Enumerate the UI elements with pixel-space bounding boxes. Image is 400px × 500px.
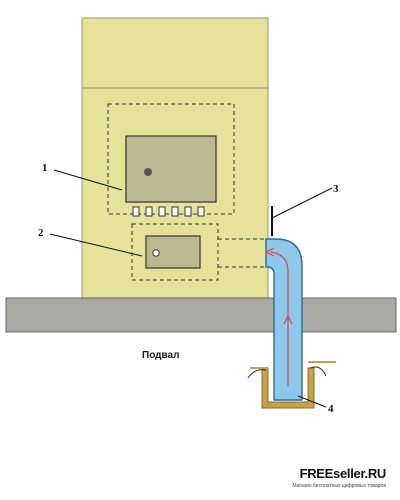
- leader-line-3: [271, 187, 333, 219]
- grate-bar: [158, 206, 166, 217]
- pit-cap-left: [247, 369, 267, 379]
- grate-bar: [145, 206, 153, 217]
- callout-2: 2: [38, 227, 44, 239]
- basement-label: Подвал: [142, 350, 179, 361]
- ashpit-dashed-frame: [131, 223, 219, 281]
- watermark-tagline: Магазин бесплатных цифровых товаров: [292, 483, 386, 489]
- grate-bar: [184, 206, 192, 217]
- pipe-pit: [261, 367, 315, 409]
- watermark-brand: FREEseller.RU: [299, 466, 387, 481]
- callout-4: 4: [328, 403, 334, 415]
- airflow-arrowhead-lower: [283, 314, 293, 325]
- floor-slab: [5, 297, 397, 333]
- firebox-door-handle: [144, 168, 152, 176]
- pit-cap-right: [309, 366, 327, 377]
- firebox-dashed-frame: [107, 103, 235, 215]
- ashpit-door-handle: [152, 249, 160, 257]
- grate-bar: [171, 206, 179, 217]
- air-pipe: [265, 238, 303, 401]
- airflow-arrowhead-upper: [264, 247, 275, 257]
- callout-1: 1: [42, 162, 48, 174]
- leader-line-2: [49, 233, 143, 257]
- airflow-arrow: [269, 251, 289, 386]
- leader-line-1: [53, 169, 123, 191]
- grate-bar: [197, 206, 205, 217]
- callout-3: 3: [333, 183, 339, 195]
- grate: [132, 206, 205, 217]
- grate-bar: [132, 206, 140, 217]
- leader-line-4: [297, 395, 327, 408]
- firebox-door: [125, 135, 217, 203]
